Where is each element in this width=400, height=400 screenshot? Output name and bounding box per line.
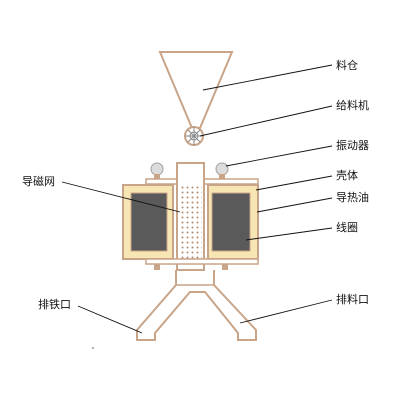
pointer-hopper <box>202 64 333 91</box>
label-coil: 线圈 <box>336 221 358 234</box>
pointer-feeder <box>199 105 333 137</box>
bottom-bar <box>145 258 259 265</box>
feeder-wheel-icon <box>184 126 204 146</box>
label-feeder: 给料机 <box>336 99 369 112</box>
pointer-shell <box>255 175 333 191</box>
hopper <box>158 51 234 129</box>
vibrator-ball-icon <box>215 162 229 180</box>
pointer-oil <box>256 197 333 213</box>
vibrator-ball-icon <box>150 162 164 180</box>
label-magnetic-mesh: 导磁网 <box>22 175 55 188</box>
pointer-iron-outlet <box>77 305 143 334</box>
pointer-material-outlet <box>239 299 333 324</box>
magnetic-mesh <box>179 186 202 266</box>
coil-right <box>211 192 251 252</box>
label-iron-outlet: 排铁口 <box>38 298 71 311</box>
pointer-mesh <box>61 181 181 213</box>
pointer-coil <box>245 227 333 241</box>
label-vibrator: 振动器 <box>336 139 369 152</box>
coil-left <box>130 192 168 252</box>
pointer-vibrator <box>225 145 333 167</box>
label-thermal-oil: 导热油 <box>336 191 369 204</box>
label-material-outlet: 排料口 <box>336 293 369 306</box>
label-hopper: 料仓 <box>336 59 358 72</box>
outlet-chute <box>136 270 257 341</box>
label-shell: 壳体 <box>336 169 358 182</box>
